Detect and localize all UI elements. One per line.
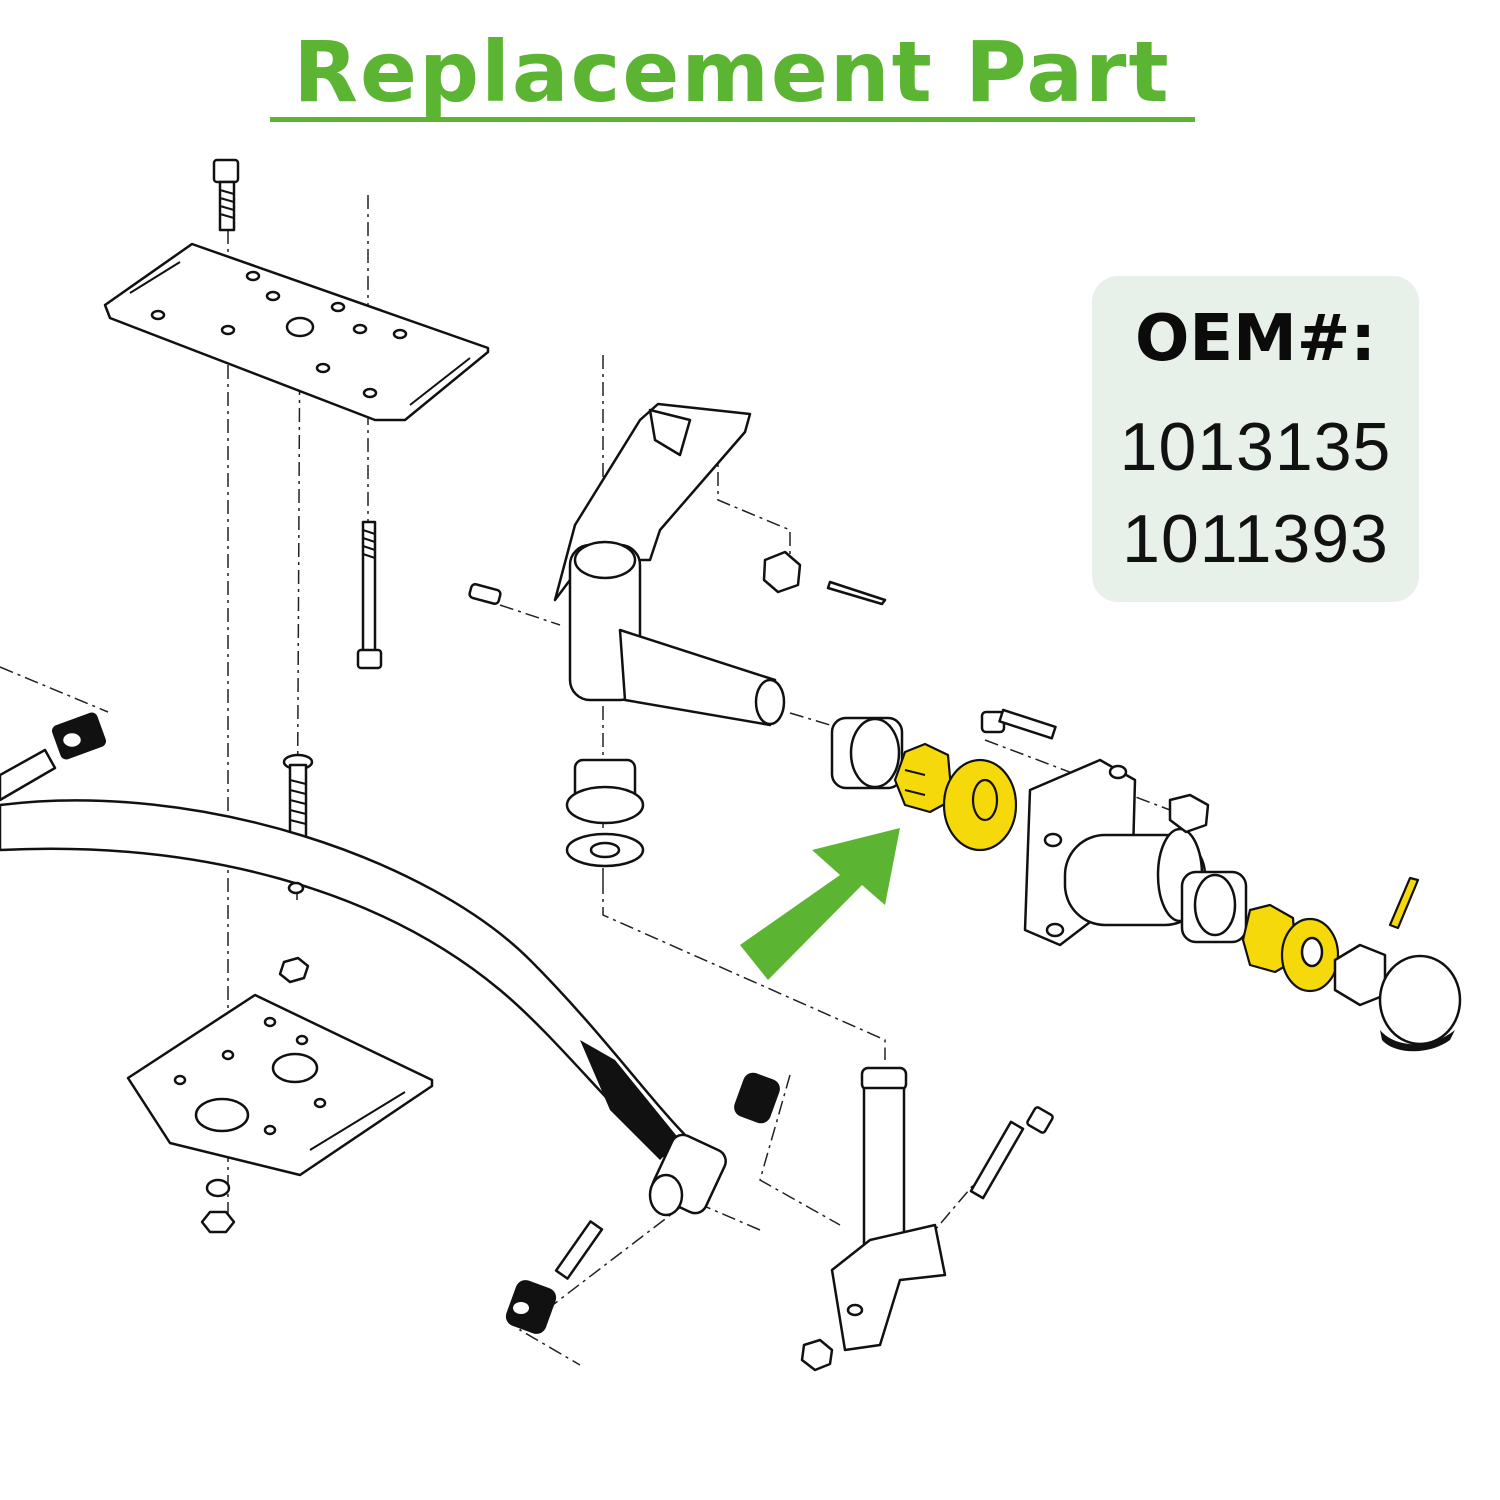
oem-label: OEM#: [1134,302,1377,376]
kingpin-spindle [800,1066,1054,1372]
castle-nut-hub [1333,943,1387,1007]
oem-number: 1011393 [1122,501,1389,577]
oem-number-panel: OEM#: 1013135 1011393 [1092,276,1419,602]
grease-fitting [468,583,502,605]
arrow-icon [740,828,900,980]
hub-bolt [980,708,1057,740]
page-title: Replacement Part [293,23,1171,121]
long-bolt [356,520,383,670]
top-mounting-plate [103,242,490,422]
highlighted-washer-yellow [1280,917,1340,993]
lower-bushing [565,758,645,868]
shock-mount [0,712,107,802]
bearing-outer [1180,870,1248,944]
wheel-hub [1023,758,1207,947]
oem-number: 1013135 [1119,409,1392,485]
spring-bushings [505,1072,780,1334]
highlighted-bearing-inner-yellow [893,742,954,814]
dust-cap [1378,954,1462,1052]
bottom-mounting-plate [126,956,434,1234]
title-underline [270,117,1195,122]
carriage-bolt [282,753,314,849]
bearing-inner [830,716,904,790]
hub-nut [1168,793,1210,834]
castle-nut-top [762,550,887,606]
hex-bolt-top [212,158,240,232]
highlighted-seal-inner-yellow [942,758,1018,852]
steering-spindle [553,402,786,727]
highlighted-cotter-pin-yellow [1388,876,1420,930]
